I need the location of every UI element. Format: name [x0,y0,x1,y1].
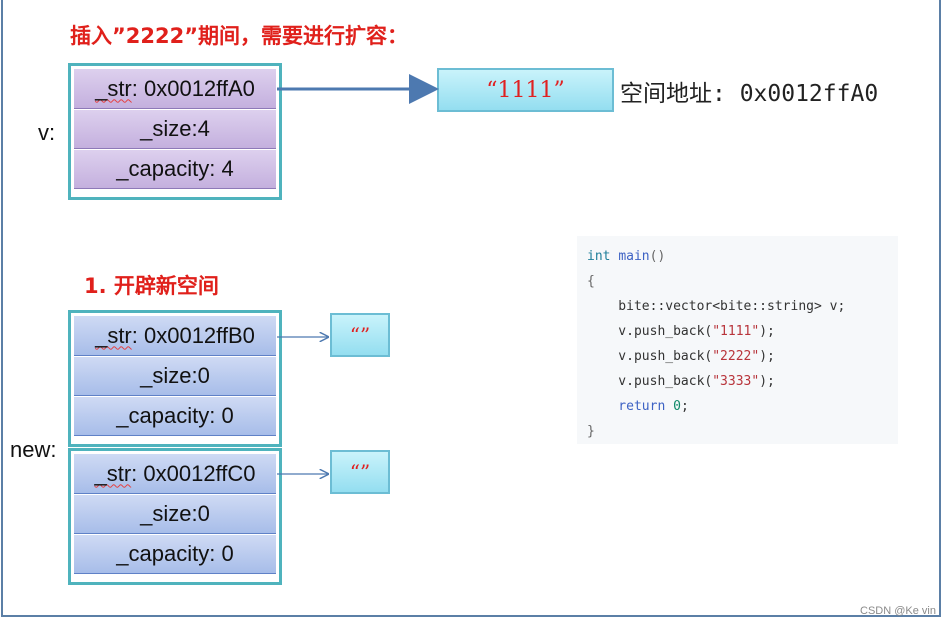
new-label: new: [10,437,57,462]
v-size-cell: _size:4 [74,109,276,149]
new1-str-name: _str [95,322,132,348]
code-line-6: v.push_back("3333"); [587,374,775,389]
new2-str-cell: _str: 0x0012ffC0 [74,454,276,494]
code-line-2: { [587,274,595,289]
v-str-cell: _str: 0x0012ffA0 [74,69,276,109]
code-block: int main() { bite::vector<bite::string> … [577,236,898,444]
v-struct: _str: 0x0012ffA0 _size:4 _capacity: 4 [68,63,282,200]
new2-str-value: : 0x0012ffC0 [131,460,256,486]
v-str-name: _str [95,75,132,101]
new-string-space-1: “” [330,313,390,357]
new2-capacity-cell: _capacity: 0 [74,534,276,574]
new2-size-cell: _size:0 [74,494,276,534]
code-line-3: bite::vector<bite::string> v; [587,299,846,314]
old-string-space: “1111” [437,68,614,112]
v-str-value: : 0x0012ffA0 [131,75,255,101]
new1-str-cell: _str: 0x0012ffB0 [74,316,276,356]
old-space-address: 空间地址: 0x0012ffA0 [620,81,879,107]
new-struct-1: _str: 0x0012ffB0 _size:0 _capacity: 0 [68,310,282,447]
new2-str-name: _str [94,460,132,486]
new1-capacity-cell: _capacity: 0 [74,396,276,436]
new1-size-cell: _size:0 [74,356,276,396]
v-label: v: [38,120,56,145]
code-line-4: v.push_back("1111"); [587,324,775,339]
code-line-5: v.push_back("2222"); [587,349,775,364]
watermark: CSDN @Ke vin [860,605,936,617]
new-string-space-2: “” [330,450,390,494]
step-heading: 1. 开辟新空间 [84,274,219,298]
v-capacity-cell: _capacity: 4 [74,149,276,189]
code-line-8: } [587,424,595,439]
new-struct-2: _str: 0x0012ffC0 _size:0 _capacity: 0 [68,448,282,585]
code-line-7: return 0; [587,399,689,414]
new1-str-value: : 0x0012ffB0 [131,322,255,348]
main-heading: 插入”2222”期间，需要进行扩容： [70,24,409,48]
code-line-1: int main() [587,249,666,264]
